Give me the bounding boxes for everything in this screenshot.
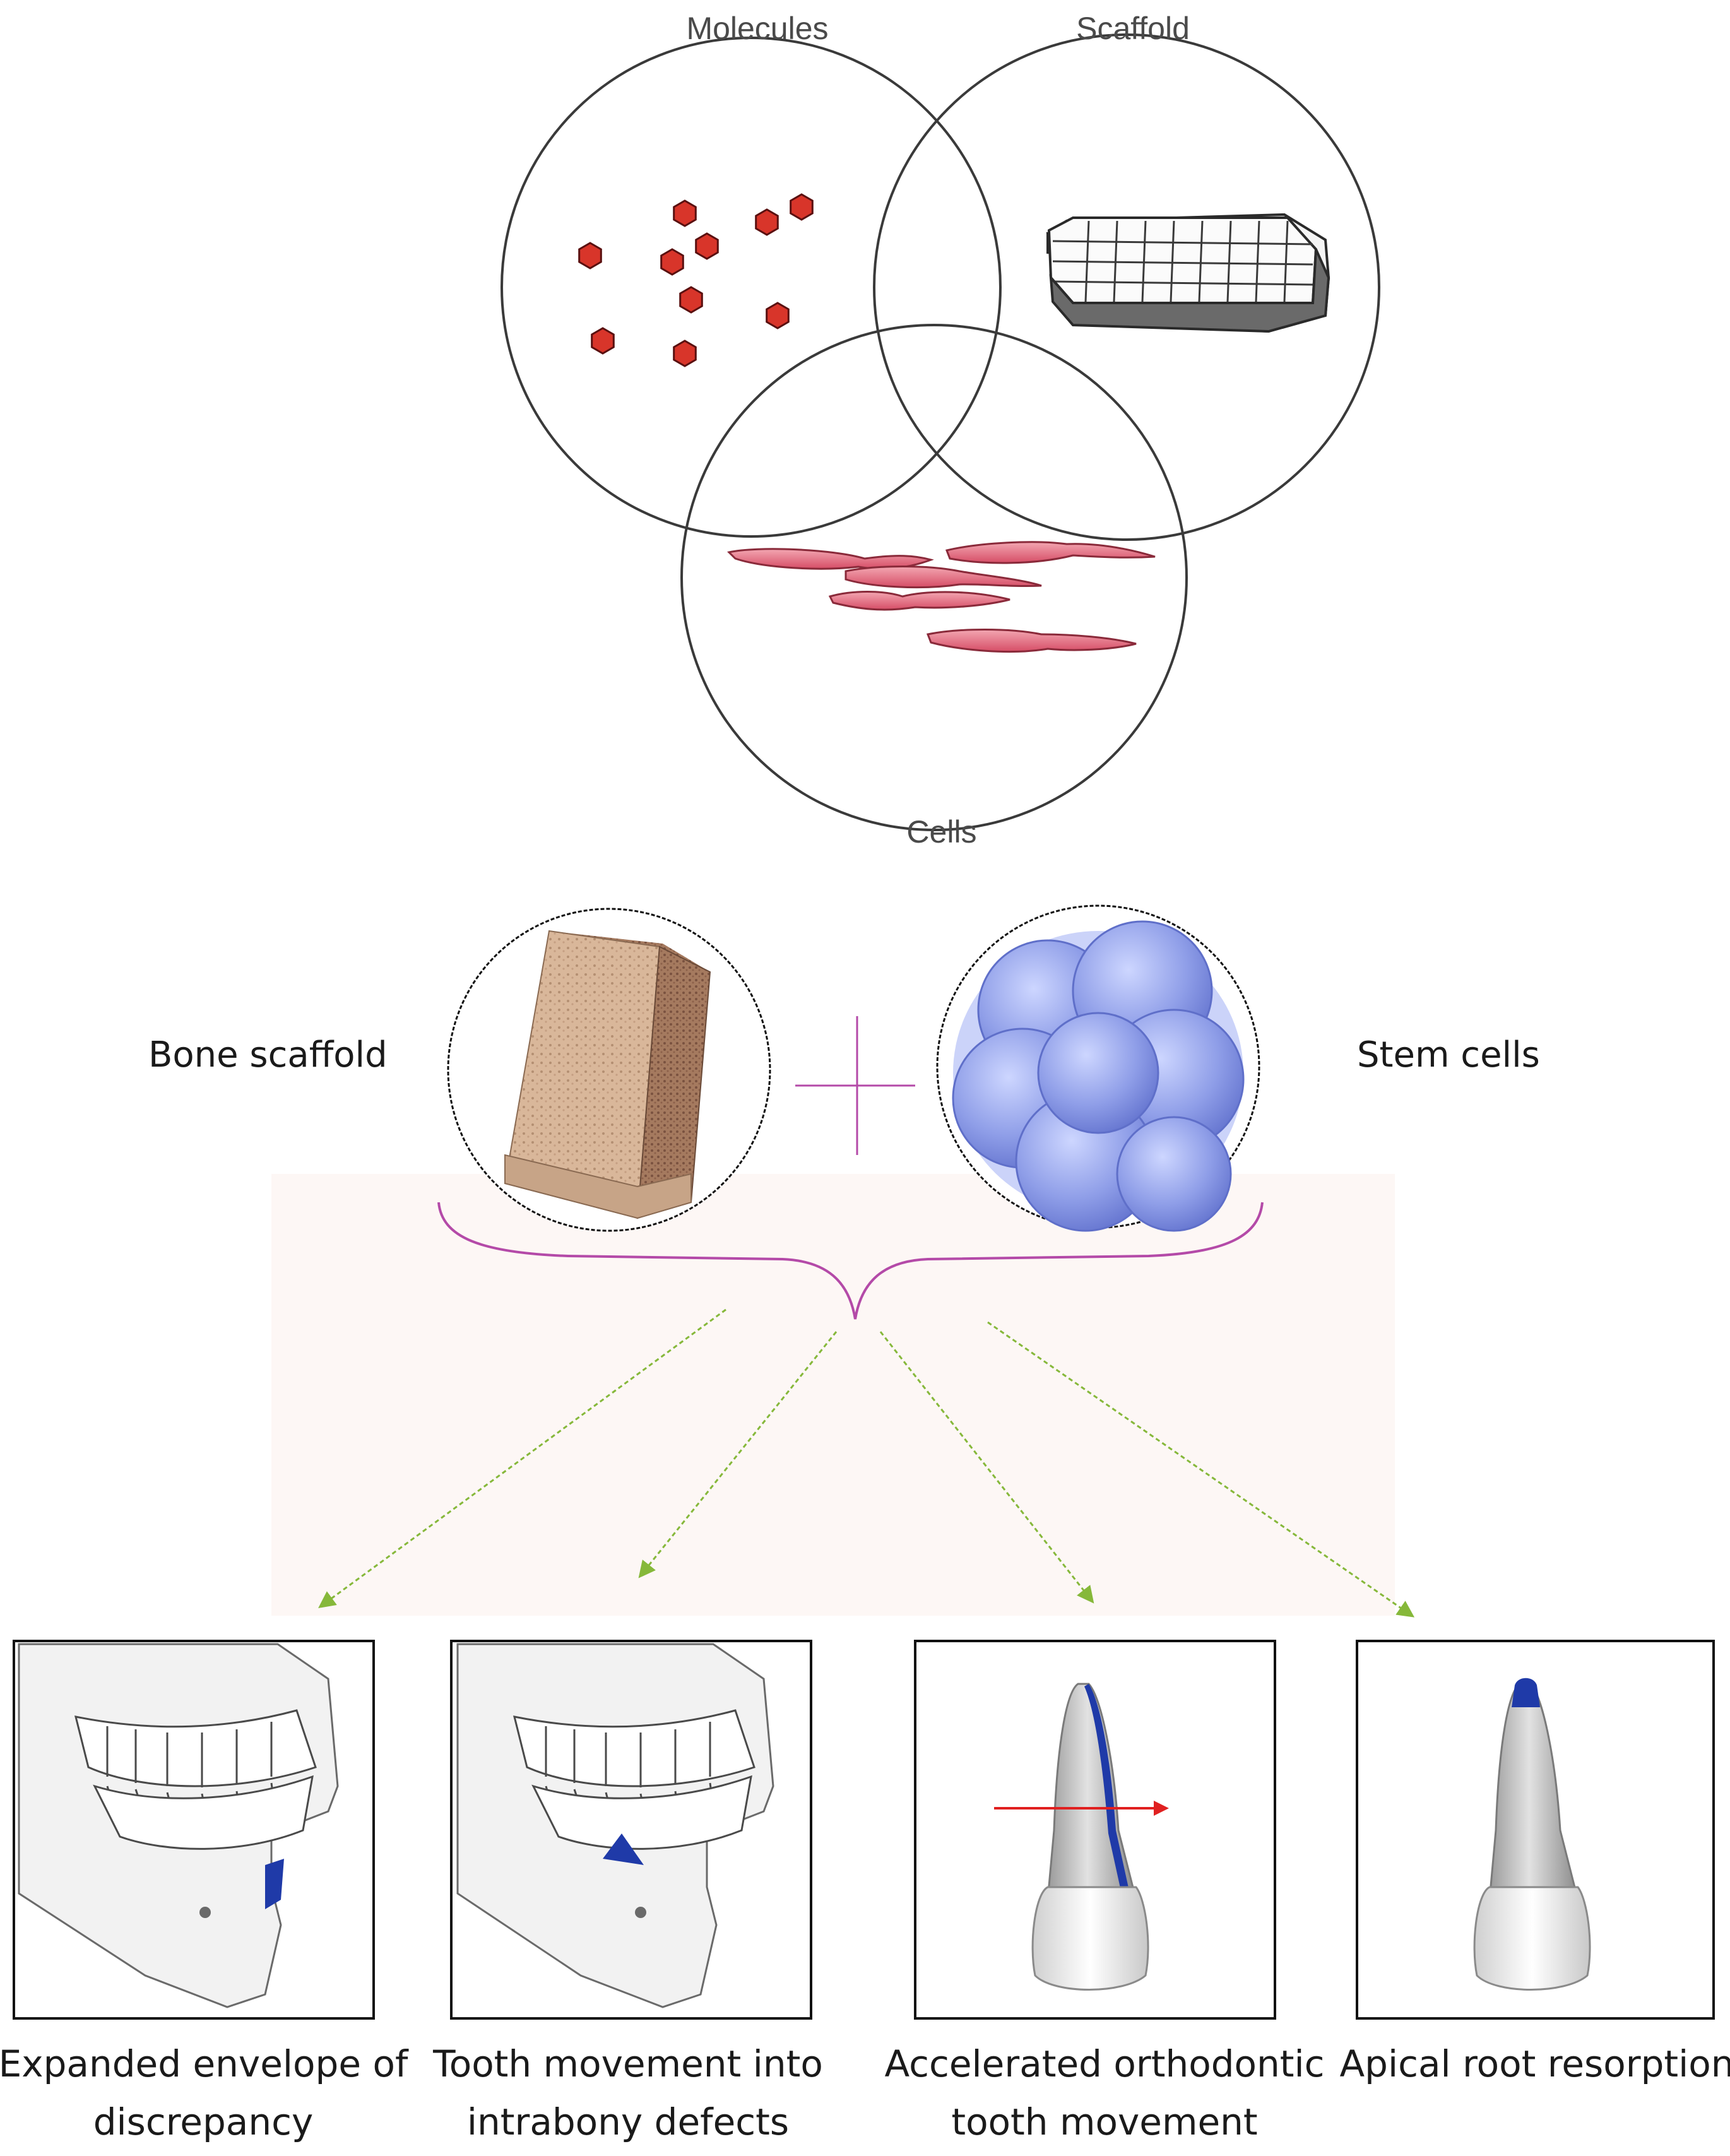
scaffold-label: Scaffold xyxy=(1076,11,1190,46)
scaffold-grid-line xyxy=(1198,220,1204,302)
scaffold-grid-line xyxy=(1052,280,1313,286)
background-panel xyxy=(271,1174,1395,1616)
scaffold-grid-line xyxy=(1283,220,1289,302)
cell-shapes xyxy=(727,541,1156,653)
bone-scaffold-label: Bone scaffold xyxy=(148,1034,388,1075)
application-labels: Expanded envelope of discrepancy Tooth m… xyxy=(0,2042,1730,2143)
panel-tooth-movement xyxy=(450,1640,812,2020)
bone-scaffold-icon xyxy=(504,930,711,1219)
app-4-line1: Apical root resorption xyxy=(1339,2042,1730,2085)
molecule-hexagon xyxy=(766,302,790,329)
scaffold-grid-line xyxy=(1170,220,1175,302)
scaffold-grid-line xyxy=(1052,240,1313,246)
app-2-line1: Tooth movement into xyxy=(432,2042,823,2085)
curly-brace xyxy=(437,1202,1264,1320)
app-2-line2: intrabony defects xyxy=(467,2100,789,2143)
cells-label: Cells xyxy=(906,814,976,850)
stem-cells-icon xyxy=(952,920,1245,1232)
molecule-hexagon xyxy=(591,327,615,355)
scaffold-grid-line xyxy=(1255,220,1260,302)
molecule-hexagon xyxy=(673,340,697,367)
scaffold-grid-line xyxy=(1141,220,1147,302)
molecule-particles xyxy=(578,193,814,367)
app-1-line2: discrepancy xyxy=(93,2100,314,2143)
venn-diagram: Molecules Scaffold Cells xyxy=(501,11,1380,850)
combination-row: Bone scaffold Stem cells xyxy=(148,904,1540,1618)
app-1-line1: Expanded envelope of xyxy=(0,2042,409,2085)
molecule-hexagon xyxy=(755,208,779,236)
panel-apical-resorption xyxy=(1356,1640,1715,2020)
panel-expanded-envelope xyxy=(13,1640,375,2020)
molecule-hexagon xyxy=(673,199,697,227)
stem-cells-label: Stem cells xyxy=(1357,1034,1540,1075)
scaffold-grid-line xyxy=(1226,220,1232,302)
scaffold-grid-line xyxy=(1052,260,1313,266)
app-3-line1: Accelerated orthodontic xyxy=(884,2042,1324,2085)
molecule-hexagon xyxy=(679,286,703,314)
molecule-hexagon xyxy=(578,242,602,270)
molecule-hexagon xyxy=(695,232,719,260)
molecule-hexagon xyxy=(660,248,684,276)
jaw-defect-icon xyxy=(456,1643,774,2008)
jaw-model-icon xyxy=(18,1643,339,2008)
app-3-line2: tooth movement xyxy=(951,2100,1257,2143)
molecule-hexagon xyxy=(790,193,814,221)
tooth-force-icon xyxy=(994,1683,1169,1991)
molecules-label: Molecules xyxy=(686,11,828,46)
scaffold-block-icon xyxy=(1046,213,1330,333)
cells-circle xyxy=(680,324,1188,831)
application-arrows xyxy=(318,1308,1415,1618)
panel-accelerated-movement xyxy=(914,1640,1276,2020)
molecules-circle xyxy=(501,37,1002,538)
tooth-apical-icon xyxy=(1473,1678,1591,1991)
plus-icon xyxy=(795,1016,915,1155)
scaffold-circle xyxy=(873,33,1380,541)
